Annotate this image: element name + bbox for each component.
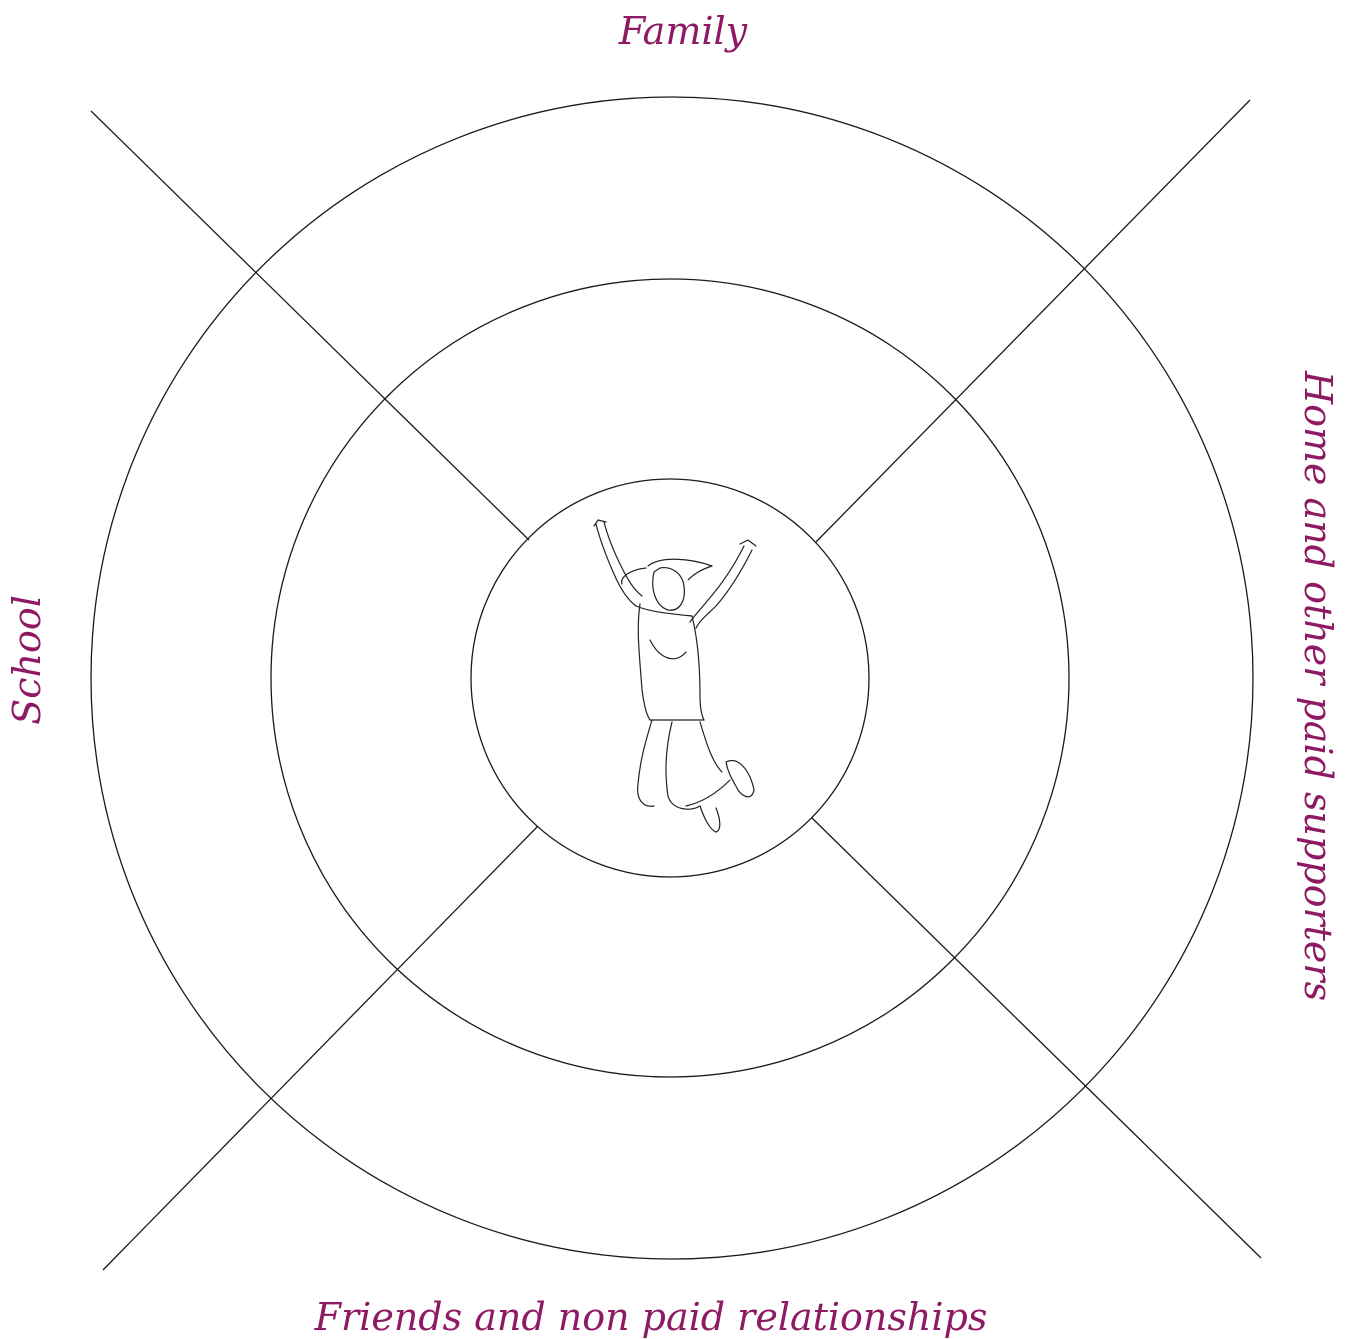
divider-top-right — [816, 100, 1250, 542]
divider-bottom-right — [812, 818, 1261, 1258]
label-home-and-paid-supporters: Home and other paid supporters — [1296, 370, 1340, 1001]
jumping-person-icon — [594, 520, 756, 832]
label-friends-and-non-paid: Friends and non paid relationships — [314, 1295, 988, 1339]
label-school: School — [5, 595, 49, 725]
inner-ring — [471, 479, 869, 877]
label-family: Family — [618, 9, 748, 53]
outer-ring — [91, 97, 1253, 1259]
divider-top-left — [91, 111, 529, 540]
middle-ring — [271, 279, 1069, 1077]
divider-bottom-left — [103, 826, 538, 1270]
